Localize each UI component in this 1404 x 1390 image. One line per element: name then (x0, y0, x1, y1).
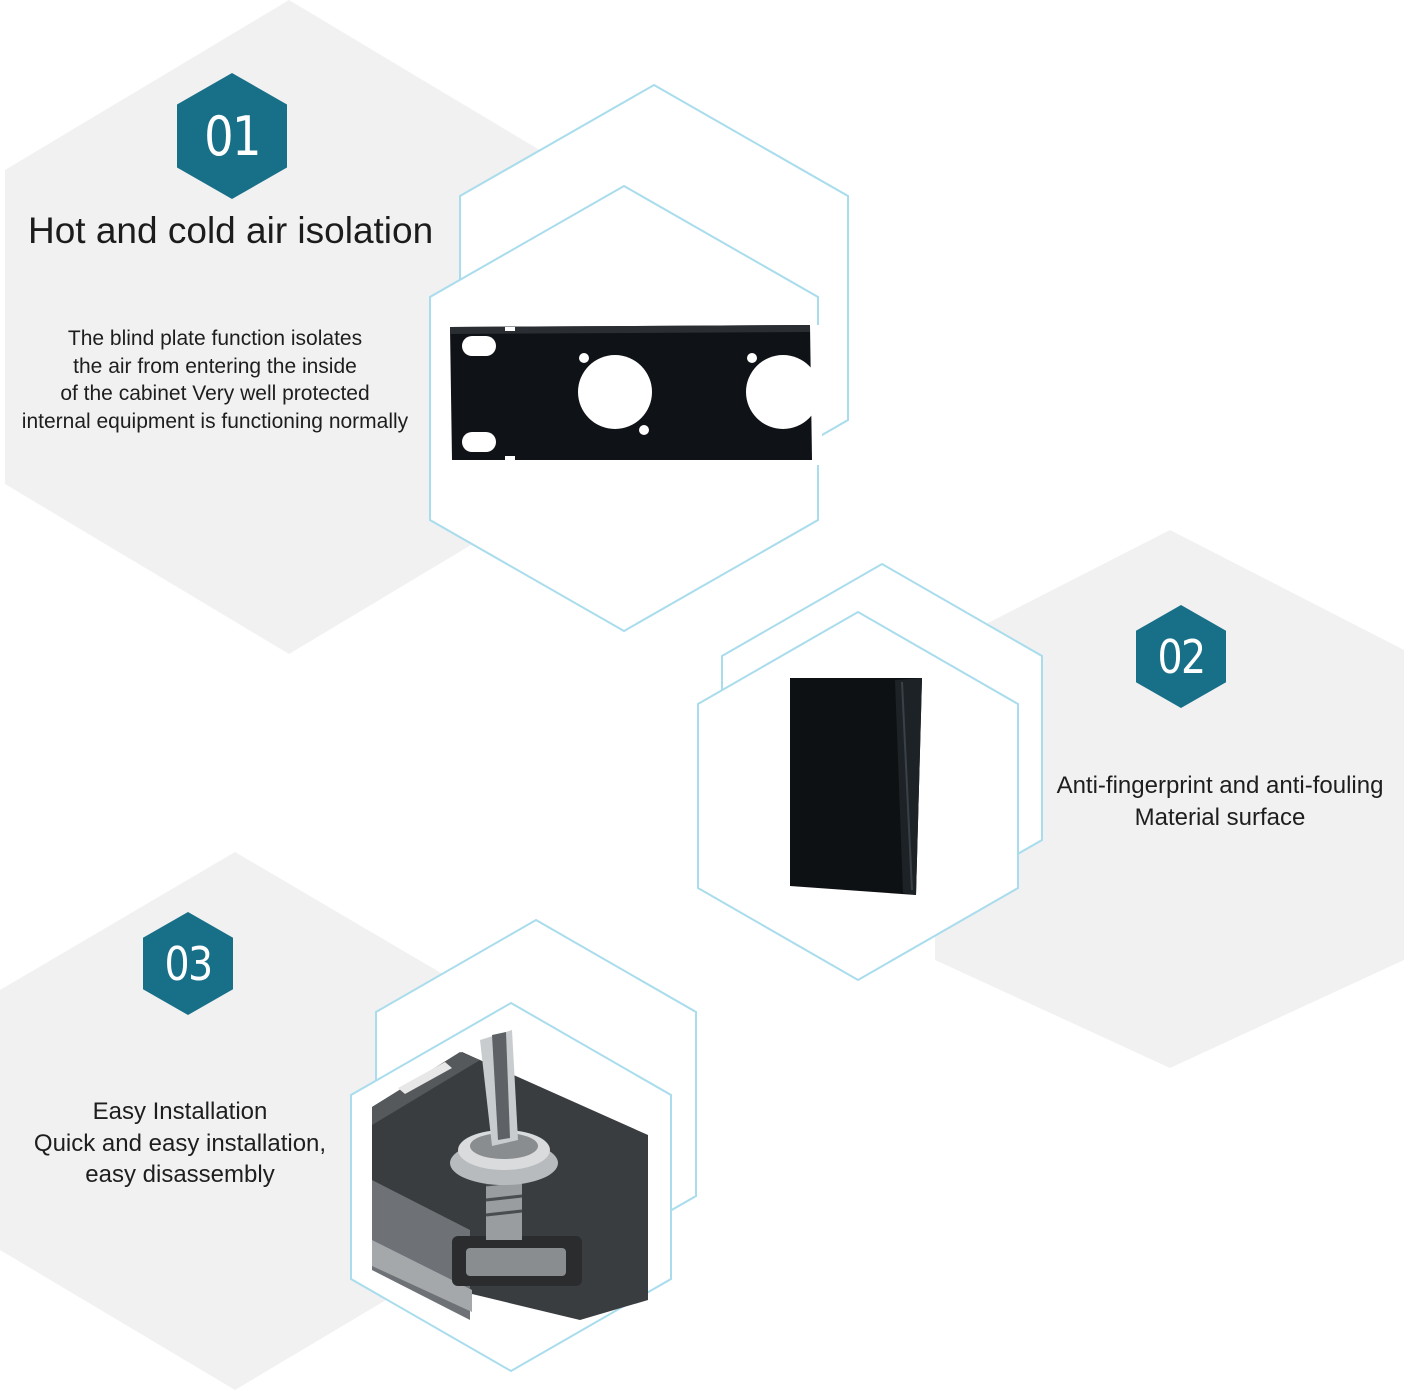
description-line: Anti-fingerprint and anti-fouling (1056, 772, 1384, 799)
feature-title: Hot and cold air isolation (28, 210, 434, 251)
badge-number: 01 (204, 104, 261, 168)
description-line: Easy Installation (92, 1098, 268, 1125)
badge-01: 01 (177, 73, 287, 199)
blind-plate-panel-icon (450, 325, 822, 465)
description-line: of the cabinet Very well protected (60, 382, 370, 406)
description-line: the air from entering the inside (73, 354, 357, 378)
feature-description-1: The blind plate function isolates the ai… (10, 325, 420, 436)
hexagon-badge-icon (143, 912, 233, 1015)
badge-03: 03 (143, 912, 233, 1015)
badge-02: 02 (1136, 605, 1226, 708)
feature-description-2: Anti-fingerprint and anti-fouling Materi… (1040, 770, 1400, 833)
description-line: Material surface (1134, 803, 1306, 831)
feature-description-3: Easy Installation Quick and easy install… (20, 1096, 340, 1191)
description-line: Quick and easy installation, (33, 1129, 327, 1157)
black-surface-edge-icon (790, 678, 922, 895)
badge-number: 03 (164, 936, 214, 991)
hexagon-badge-icon (177, 73, 287, 199)
bg-hex-2 (935, 530, 1404, 1068)
screwdriver-cage-nut-icon (372, 1030, 648, 1320)
hexagon-badge-icon (1136, 605, 1226, 708)
description-line: The blind plate function isolates (67, 327, 363, 350)
description-line: internal equipment is functioning normal… (21, 410, 409, 434)
description-line: easy disassembly (85, 1161, 275, 1189)
badge-number: 02 (1157, 629, 1207, 684)
